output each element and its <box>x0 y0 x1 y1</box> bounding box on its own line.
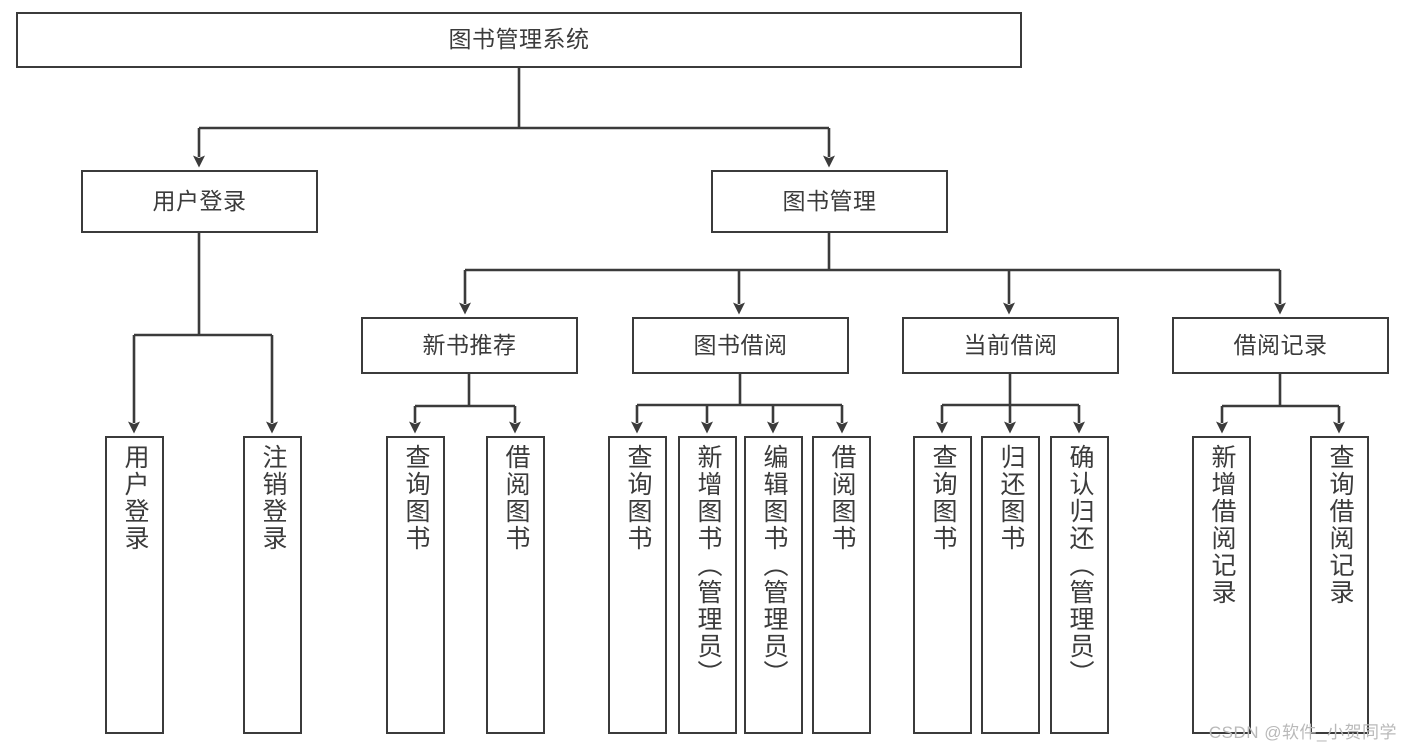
leaf-add-borrow-record[interactable]: 新增借阅记录 <box>1192 436 1251 734</box>
connector-group-book-borrow <box>631 374 848 434</box>
node-label: 借阅图书 <box>502 444 530 552</box>
node-label: 确认归还（管理员） <box>1066 444 1094 687</box>
leaf-user-login[interactable]: 用户登录 <box>105 436 164 734</box>
node-label: 图书借阅 <box>693 331 788 358</box>
connector-group-current-borrow <box>936 374 1085 434</box>
node-label: 图书管理 <box>782 187 877 214</box>
connector-group-book-manage <box>459 233 1286 315</box>
connector-group-user-login <box>128 233 278 434</box>
node-label: 新书推荐 <box>422 331 517 358</box>
node-label: 查询图书 <box>929 444 957 552</box>
leaf-borrow-book[interactable]: 借阅图书 <box>812 436 871 734</box>
node-label: 查询图书 <box>624 444 652 552</box>
node-label: 查询借阅记录 <box>1326 444 1354 606</box>
node-label: 借阅记录 <box>1233 331 1328 358</box>
connector-group-new-book <box>409 374 521 434</box>
leaf-borrow-book-recommend[interactable]: 借阅图书 <box>486 436 545 734</box>
leaf-edit-book-admin[interactable]: 编辑图书（管理员） <box>744 436 803 734</box>
node-label: 查询图书 <box>402 444 430 552</box>
node-label: 当前借阅 <box>963 331 1058 358</box>
node-book-management[interactable]: 图书管理 <box>711 170 948 233</box>
node-borrow-record[interactable]: 借阅记录 <box>1172 317 1389 374</box>
leaf-confirm-return-admin[interactable]: 确认归还（管理员） <box>1050 436 1109 734</box>
leaf-return-book[interactable]: 归还图书 <box>981 436 1040 734</box>
node-label: 归还图书 <box>997 444 1025 552</box>
node-label: 新增图书（管理员） <box>694 444 722 687</box>
node-label: 图书管理系统 <box>448 26 590 53</box>
leaf-query-book-borrow[interactable]: 查询图书 <box>608 436 667 734</box>
connector-group-root <box>193 68 835 168</box>
node-label: 注销登录 <box>259 444 287 552</box>
leaf-query-book-current[interactable]: 查询图书 <box>913 436 972 734</box>
node-label: 新增借阅记录 <box>1208 444 1236 606</box>
node-book-borrow[interactable]: 图书借阅 <box>632 317 849 374</box>
node-new-book-recommend[interactable]: 新书推荐 <box>361 317 578 374</box>
node-label: 编辑图书（管理员） <box>760 444 788 687</box>
node-label: 借阅图书 <box>828 444 856 552</box>
leaf-logout[interactable]: 注销登录 <box>243 436 302 734</box>
node-current-borrow[interactable]: 当前借阅 <box>902 317 1119 374</box>
connector-group-borrow-record <box>1216 374 1345 434</box>
leaf-query-book-recommend[interactable]: 查询图书 <box>386 436 445 734</box>
node-label: 用户登录 <box>121 444 149 552</box>
leaf-add-book-admin[interactable]: 新增图书（管理员） <box>678 436 737 734</box>
node-label: 用户登录 <box>152 187 247 214</box>
leaf-query-borrow-record[interactable]: 查询借阅记录 <box>1310 436 1369 734</box>
node-root-book-management-system[interactable]: 图书管理系统 <box>16 12 1022 68</box>
node-user-login[interactable]: 用户登录 <box>81 170 318 233</box>
